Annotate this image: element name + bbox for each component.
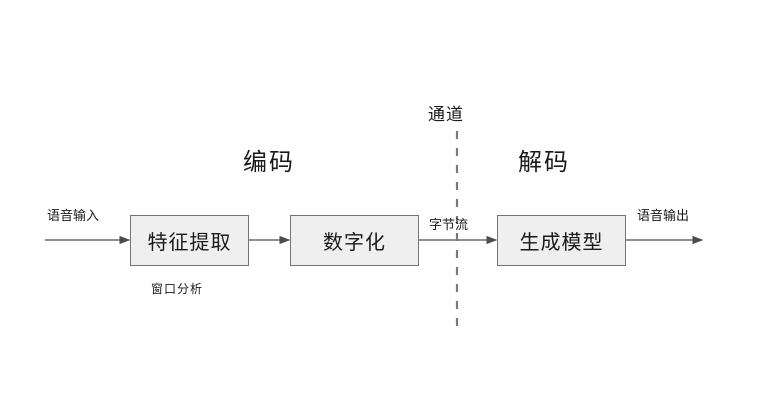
node-label-feature-extraction: 特征提取	[147, 230, 232, 254]
node-sublabel-window-analysis: 窗口分析	[151, 282, 204, 296]
node-label-generative-model: 生成模型	[519, 230, 604, 254]
edge-label-output: 语音输出	[637, 209, 690, 224]
section-title-decode: 解码	[518, 148, 570, 176]
node-label-digitization: 数字化	[323, 230, 386, 254]
node-feature-extraction[interactable]: 特征提取	[130, 215, 249, 266]
channel-label: 通道	[428, 105, 464, 125]
edge-label-bytestream: 字节流	[429, 218, 469, 233]
edge-label-input: 语音输入	[47, 209, 100, 224]
node-generative-model[interactable]: 生成模型	[497, 215, 626, 266]
node-digitization[interactable]: 数字化	[290, 215, 419, 266]
section-title-encode: 编码	[243, 148, 295, 176]
